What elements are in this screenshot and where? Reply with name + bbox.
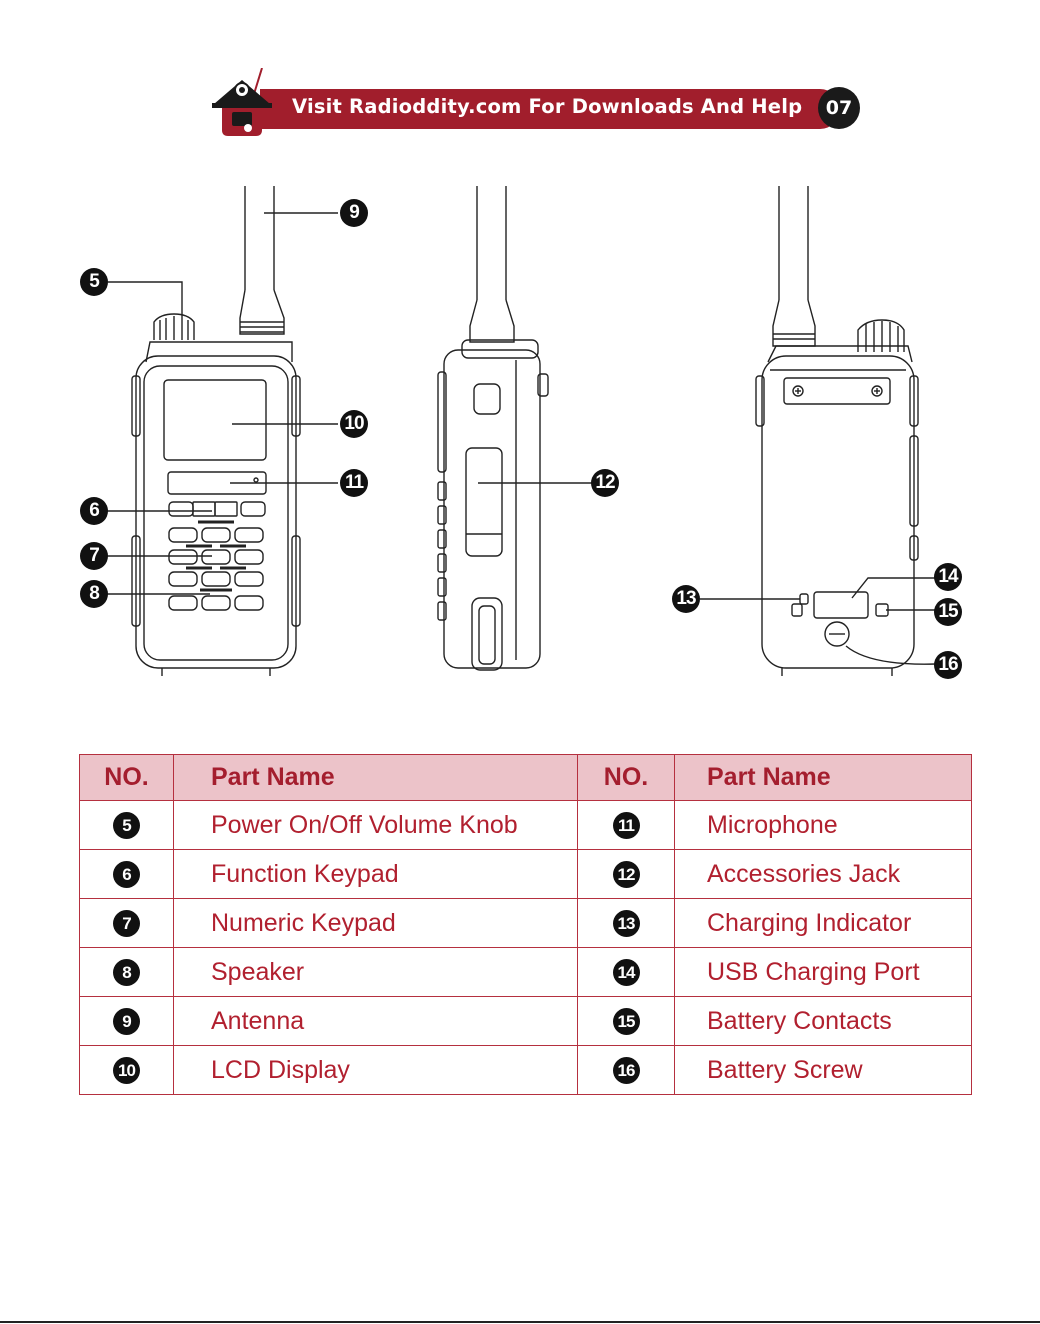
header-no-left: NO. [79, 754, 174, 801]
page-header: Visit Radioddity.com For Downloads And H… [210, 68, 870, 140]
parts-table: NO. Part Name NO. Part Name 5 Power On/O… [79, 754, 972, 1095]
callout-7: 7 [80, 542, 108, 570]
part-name: Charging Indicator [674, 898, 972, 948]
callout-13: 13 [672, 585, 700, 613]
part-number-badge: 11 [612, 812, 640, 840]
callout-12: 12 [591, 469, 619, 497]
part-name: Power On/Off Volume Knob [173, 800, 578, 850]
part-number-badge: 10 [113, 1057, 140, 1085]
part-number-badge: 12 [612, 861, 640, 889]
callout-14: 14 [934, 563, 962, 591]
part-number-badge: 16 [612, 1057, 640, 1085]
part-name: Microphone [674, 800, 972, 850]
part-number-badge: 6 [113, 861, 140, 889]
part-name: Battery Screw [674, 1045, 972, 1095]
callout-16: 16 [934, 651, 962, 679]
header-part-name-right: Part Name [674, 754, 972, 801]
part-number-badge: 5 [113, 812, 140, 840]
part-number-badge: 8 [113, 959, 140, 987]
header-part-name-left: Part Name [173, 754, 578, 801]
part-number-badge: 14 [612, 959, 640, 987]
part-number-badge: 7 [113, 910, 140, 938]
help-banner [260, 89, 840, 129]
part-name: Battery Contacts [674, 996, 972, 1046]
back-view [700, 186, 937, 676]
table-row: 5 Power On/Off Volume Knob 11 Microphone [79, 800, 972, 850]
front-view [106, 186, 338, 676]
callout-8: 8 [80, 580, 108, 608]
part-name: LCD Display [173, 1045, 578, 1095]
part-name: Function Keypad [173, 849, 578, 899]
table-row: 6 Function Keypad 12 Accessories Jack [79, 849, 972, 899]
table-header-row: NO. Part Name NO. Part Name [79, 754, 972, 801]
part-number-badge: 13 [612, 910, 640, 938]
side-view [437, 186, 592, 671]
table-row: 9 Antenna 15 Battery Contacts [79, 996, 972, 1046]
part-number-badge: 15 [612, 1008, 640, 1036]
banner-text: Visit Radioddity.com For Downloads And H… [292, 95, 803, 118]
callout-9: 9 [340, 199, 368, 227]
part-name: Numeric Keypad [173, 898, 578, 948]
part-name: Accessories Jack [674, 849, 972, 899]
radio-line-drawing [106, 186, 937, 676]
page-number: 07 [818, 87, 860, 129]
part-name: USB Charging Port [674, 947, 972, 997]
table-row: 7 Numeric Keypad 13 Charging Indicator [79, 898, 972, 948]
part-number-badge: 9 [113, 1008, 140, 1036]
callout-11: 11 [340, 469, 368, 497]
callout-15: 15 [934, 598, 962, 626]
callout-5: 5 [80, 268, 108, 296]
callout-10: 10 [340, 410, 368, 438]
header-no-right: NO. [577, 754, 675, 801]
bottom-divider [0, 1321, 1040, 1323]
table-row: 10 LCD Display 16 Battery Screw [79, 1045, 972, 1095]
radio-diagram: 5 9 10 11 6 7 8 12 13 14 15 16 [0, 170, 1040, 700]
callout-6: 6 [80, 497, 108, 525]
part-name: Antenna [173, 996, 578, 1046]
part-name: Speaker [173, 947, 578, 997]
mascot-logo-icon [212, 68, 272, 136]
table-row: 8 Speaker 14 USB Charging Port [79, 947, 972, 997]
